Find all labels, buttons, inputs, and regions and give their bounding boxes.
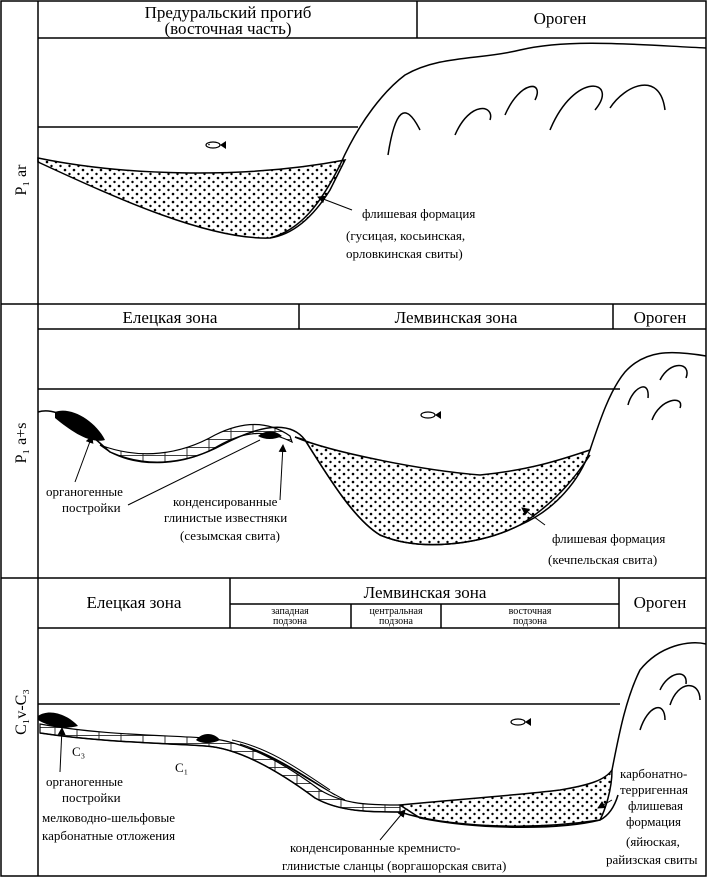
fold-icon [669, 684, 701, 706]
label-c1: C₁ [175, 760, 188, 775]
basin-floor [39, 732, 619, 827]
panel1-header-right: Ороген [534, 9, 587, 28]
fold-icon [454, 107, 492, 136]
fold-icon [659, 673, 687, 691]
flysch-body [294, 436, 592, 546]
fold-icon [387, 112, 421, 156]
arrow-icon [317, 195, 353, 211]
fish-icon [510, 718, 531, 726]
arrow-icon [521, 507, 546, 526]
panel1-flysch-label: флишевая формация [362, 206, 475, 221]
fold-icon [651, 399, 682, 421]
panel1-flysch-suites-1: (гусицая, косьинская, [346, 228, 465, 243]
pointer-line [127, 439, 261, 506]
orogen-profile [611, 642, 707, 771]
panel3-age-label: C₁v-C₃ [13, 689, 30, 735]
panel1-header-left-line1: Предуральский прогиб [145, 3, 312, 22]
panel3-shelf-label-2: карбонатные отложения [42, 828, 175, 843]
subzone-east-2: подзона [513, 616, 548, 627]
panel3-condensed-label-1: конденсированные кремнисто- [290, 840, 460, 855]
panel1-flysch-suites-2: орловкинская свиты) [346, 246, 463, 261]
turbidite-layers [231, 739, 346, 801]
condensed-limestone-lens [258, 431, 282, 439]
panel3-condensed-label-2: глинистые сланцы (воргашорская свита) [282, 858, 506, 873]
fold-icon [549, 85, 603, 131]
panel2-zone-lemva: Лемвинская зона [395, 308, 518, 327]
panel2-flysch-suite: (кечпельская свита) [548, 552, 657, 567]
flysch-body [397, 767, 613, 828]
panel2-flysch-label: флишевая формация [552, 531, 665, 546]
panel3-flysch-label-1: карбонатно- [620, 766, 687, 781]
panel3-shelf-label-1: мелководно-шельфовые [42, 810, 175, 825]
panel3-zone-lemva: Лемвинская зона [364, 583, 487, 602]
subzone-west-1: западная [271, 606, 309, 617]
arrow-icon [57, 727, 66, 773]
panel3-flysch-label-2: терригенная [620, 782, 688, 797]
subzone-central-2: подзона [379, 616, 414, 627]
orogen-profile [589, 351, 707, 451]
limestone-bricks [99, 424, 294, 464]
panel2-organogenic-label-2: постройки [62, 500, 121, 515]
label-c3: C₃ [72, 744, 85, 759]
panel3-flysch-label-4: формация [626, 814, 681, 829]
panel2-zone-orogen: Ороген [634, 308, 687, 327]
panel2-zone-yelets: Елецкая зона [123, 308, 218, 327]
panel2-organogenic-label-1: органогенные [46, 484, 123, 499]
panel3-flysch-suite-1: (яйюская, [626, 834, 680, 849]
panel1-header-left-line2: (восточная часть) [164, 19, 291, 38]
panel1-age-label: P₁ ar [13, 164, 30, 196]
panel2-condensed-label-1: конденсированные [173, 494, 278, 509]
subzone-west-2: подзона [273, 616, 308, 627]
panel-1: Предуральский прогиб (восточная часть) О… [13, 1, 707, 261]
arrow-icon [278, 444, 287, 501]
fish-icon [420, 411, 441, 419]
panel2-age-label: P₁ a+s [13, 423, 30, 464]
organogenic-reef [38, 712, 78, 728]
fold-icon [504, 85, 538, 116]
flysch-body [37, 157, 347, 239]
orogen-profile [269, 42, 707, 239]
arrow-icon [597, 799, 613, 809]
subzone-central-1: центральная [369, 606, 423, 617]
fold-icon [639, 707, 666, 731]
panel-2: Елецкая зона Лемвинская зона Ороген P₁ a… [13, 304, 707, 567]
fold-icon [659, 364, 688, 381]
panel2-condensed-label-2: глинистые известняки [164, 510, 287, 525]
panel3-flysch-suite-2: райизская свиты [606, 852, 698, 867]
panel3-organogenic-label-2: постройки [62, 790, 121, 805]
arrow-icon [379, 809, 406, 841]
panel3-zone-orogen: Ороген [634, 593, 687, 612]
panel-3: Елецкая зона Лемвинская зона Ороген запа… [13, 578, 707, 873]
fold-icon [627, 386, 649, 406]
subzone-east-1: восточная [509, 606, 552, 617]
panel3-organogenic-label-1: органогенные [46, 774, 123, 789]
panel2-condensed-label-3: (сезымская свита) [180, 528, 280, 543]
arrow-icon [74, 435, 94, 483]
organogenic-reef [196, 734, 220, 743]
fold-icon [609, 84, 666, 111]
panel3-zone-yelets: Елецкая зона [87, 593, 182, 612]
fish-icon [205, 141, 226, 149]
panel3-flysch-label-3: флишевая [628, 798, 683, 813]
